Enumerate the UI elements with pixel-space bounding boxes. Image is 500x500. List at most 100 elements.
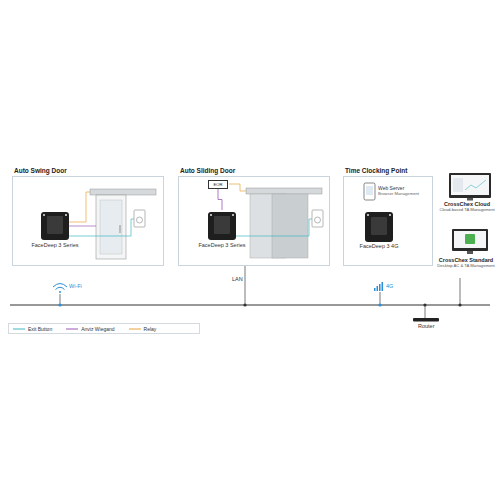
node-subtext: Desktop AC & TA Management	[435, 263, 497, 268]
exit-button	[315, 217, 321, 223]
device-led	[232, 214, 234, 216]
node-label: Time Clocking Point	[345, 167, 407, 174]
exit-wire	[69, 219, 134, 236]
network-bus	[10, 304, 490, 305]
legend-item: Exit Button	[13, 326, 52, 332]
wiegand-wire	[69, 226, 96, 227]
software-node: CrossChex CloudCloud-based TA Management	[437, 201, 497, 217]
exit-button	[312, 210, 323, 227]
node-subtext: Browser Management	[378, 191, 428, 196]
eor-box: EOR	[208, 180, 228, 189]
exit-button	[134, 210, 145, 227]
legend-line	[13, 328, 25, 329]
legend-sample	[13, 327, 25, 331]
device-node: FaceDeep 3 4G	[357, 211, 401, 259]
door-frame	[96, 195, 126, 259]
app-logo	[465, 234, 475, 244]
zone-panel: Auto Swing DoorFaceDeep 3 Series	[12, 176, 164, 266]
screen-chart	[465, 180, 486, 190]
signal-bar	[377, 286, 379, 291]
wifi-icon	[59, 291, 61, 293]
monitor	[452, 229, 488, 251]
signal-bar	[382, 282, 384, 291]
node-label: FaceDeep 3 4G	[357, 243, 401, 249]
node-label: Auto Swing Door	[14, 167, 67, 174]
legend-item: Relay	[129, 326, 157, 332]
tablet-icon	[364, 183, 375, 200]
legend-text: Exit Button	[28, 326, 52, 332]
face-device	[41, 212, 69, 240]
wifi-line	[60, 294, 61, 305]
web-server-node: Web ServerBrowser Management	[378, 185, 428, 201]
screen-panel	[453, 178, 463, 192]
device-screen	[47, 216, 63, 234]
monitor-screen	[451, 175, 489, 195]
face-device	[208, 212, 236, 240]
relay-wire	[69, 192, 90, 222]
relay-wire	[229, 184, 246, 191]
bus-dot	[58, 303, 61, 306]
device-label: Router	[418, 323, 435, 329]
exit-button	[137, 217, 143, 223]
device-led	[65, 214, 67, 216]
signal-bar	[379, 284, 381, 291]
monitor-stand	[467, 251, 473, 254]
pc-line	[460, 278, 461, 305]
signal-bar	[374, 288, 376, 291]
lan-line	[245, 266, 246, 305]
bus-dot	[243, 303, 246, 306]
network-label: 4G	[386, 283, 393, 289]
legend-text: Anviz Wiegand	[81, 326, 114, 332]
node-label: Auto Sliding Door	[180, 167, 235, 174]
monitor-screen	[454, 231, 486, 248]
router-line	[425, 305, 426, 318]
wifi-icon	[53, 284, 67, 288]
device-led	[367, 214, 369, 216]
legend-sample	[129, 327, 141, 331]
door-handle	[120, 225, 121, 233]
wiegand-wire	[218, 189, 222, 210]
node-subtext: Cloud-based TA Management	[437, 207, 497, 212]
network-label: LAN	[232, 276, 243, 282]
node-label: FaceDeep 3 Series	[196, 242, 248, 248]
legend-text: Relay	[144, 326, 157, 332]
bus-dot	[378, 303, 381, 306]
wifi-icon	[56, 287, 65, 289]
monitor	[449, 173, 491, 198]
legend-item: Anviz Wiegand	[66, 326, 114, 332]
bus-dot	[423, 303, 426, 306]
node-label: EOR	[209, 181, 227, 188]
bus-dot	[458, 303, 461, 306]
node-label: CrossChex Cloud	[437, 201, 497, 207]
face-device	[365, 212, 393, 242]
door-operator	[246, 188, 322, 194]
node-label: CrossChex Standard	[435, 257, 497, 263]
legend-line	[66, 328, 78, 329]
zone-panel: Auto Sliding DoorEORFaceDeep 3 Series	[178, 176, 330, 266]
door-operator	[90, 189, 156, 195]
tablet-screen	[366, 186, 373, 195]
monitor-stand	[467, 198, 473, 201]
node-label: FaceDeep 3 Series	[29, 242, 81, 248]
legend-sample	[66, 327, 78, 331]
zone-panel: Time Clocking PointWeb ServerBrowser Man…	[343, 176, 433, 266]
device-screen	[371, 217, 387, 235]
router-symbol	[413, 318, 439, 322]
exit-wire	[236, 219, 312, 236]
legend-line	[129, 328, 141, 329]
sliding-leaf	[272, 194, 308, 258]
device-led	[43, 214, 45, 216]
network-label: Wi-Fi	[69, 283, 82, 289]
software-node: CrossChex StandardDesktop AC & TA Manage…	[435, 257, 497, 273]
device-led	[210, 214, 212, 216]
device-node: FaceDeep 3 Series	[196, 210, 248, 252]
device-node: FaceDeep 3 Series	[29, 210, 81, 252]
legend: Exit Button Anviz Wiegand Relay	[8, 323, 200, 334]
device-screen	[214, 216, 230, 234]
door-leaf	[100, 200, 122, 254]
node-label: Web Server	[378, 185, 428, 191]
device-led	[389, 214, 391, 216]
